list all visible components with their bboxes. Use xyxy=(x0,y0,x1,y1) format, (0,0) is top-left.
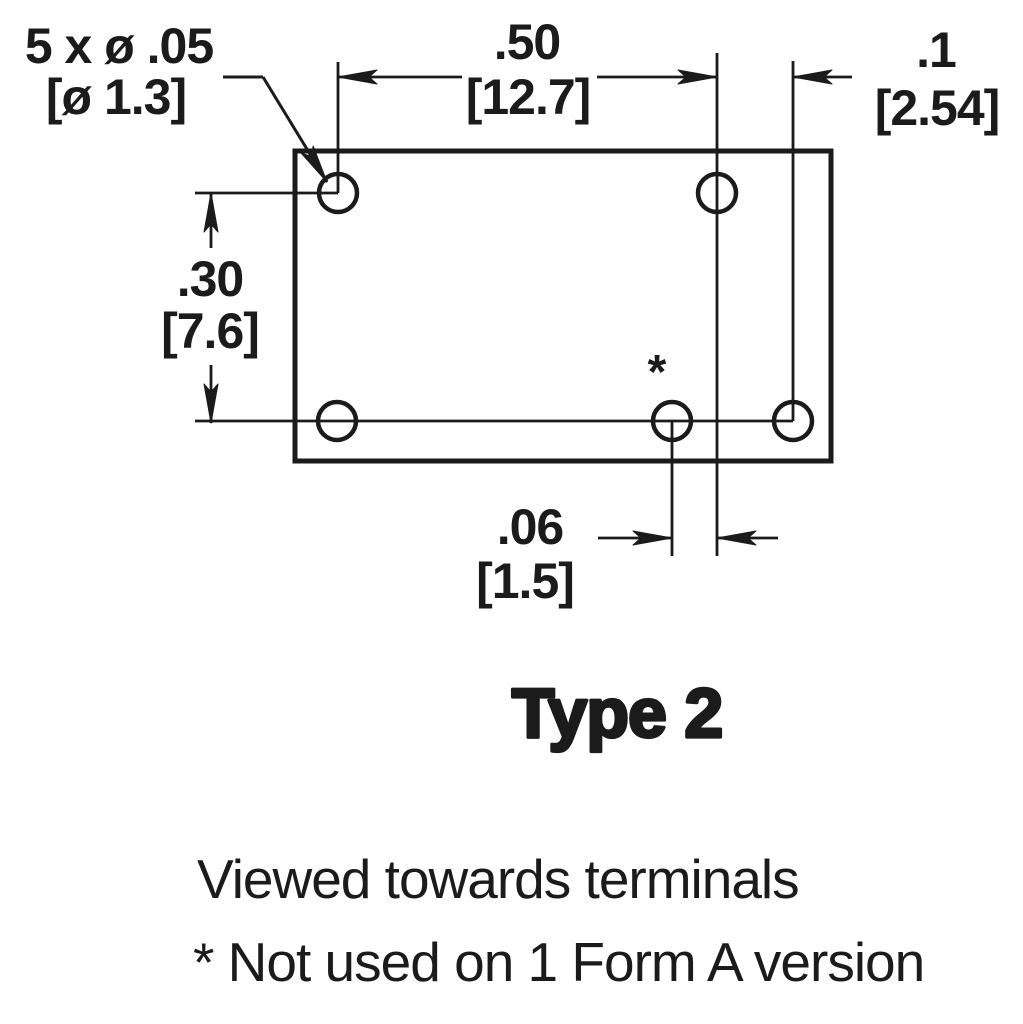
dim-pin-span-horizontal: .50 [12.7] xyxy=(337,14,718,125)
leader-arrowhead-icon xyxy=(300,145,328,183)
arrowhead-left-icon xyxy=(792,69,833,85)
dim-value-mm: [1.5] xyxy=(476,553,574,609)
dim-value-mm: [12.7] xyxy=(466,69,591,125)
view-note: Viewed towards terminals xyxy=(197,848,799,910)
extension-lines xyxy=(195,53,795,556)
terminal-holes xyxy=(315,171,815,443)
asterisk-marker: * xyxy=(648,346,667,399)
hole-callout: 5 x ø .05 [ø 1.3] xyxy=(25,18,329,183)
dim-value-mm: [2.54] xyxy=(875,80,1000,136)
dim-value-inches: .30 xyxy=(177,251,244,307)
arrowhead-right-icon xyxy=(677,69,718,85)
dim-center-pin-offset: .06 [1.5] xyxy=(476,499,778,609)
arrowhead-up-icon xyxy=(203,192,219,233)
dim-value-mm: [7.6] xyxy=(161,303,259,359)
dim-value-inches: .50 xyxy=(494,14,561,70)
arrowhead-left-icon xyxy=(337,69,378,85)
dim-pin-grid-pitch: .1 [2.54] xyxy=(792,22,1000,136)
callout-diameter-mm: [ø 1.3] xyxy=(46,69,186,125)
arrowhead-left-icon xyxy=(716,530,757,546)
footnote: * Not used on 1 Form A version xyxy=(193,931,924,993)
dim-value-inches: .06 xyxy=(497,499,564,555)
dim-value-inches: .1 xyxy=(916,22,956,78)
relay-body-outline xyxy=(292,148,834,464)
type-label: Type 2 xyxy=(512,674,723,752)
dim-pin-span-vertical: .30 [7.6] xyxy=(161,192,260,424)
arrowhead-right-icon xyxy=(632,530,673,546)
callout-quantity-diameter: 5 x ø .05 xyxy=(25,18,214,74)
arrowhead-down-icon xyxy=(203,383,219,424)
